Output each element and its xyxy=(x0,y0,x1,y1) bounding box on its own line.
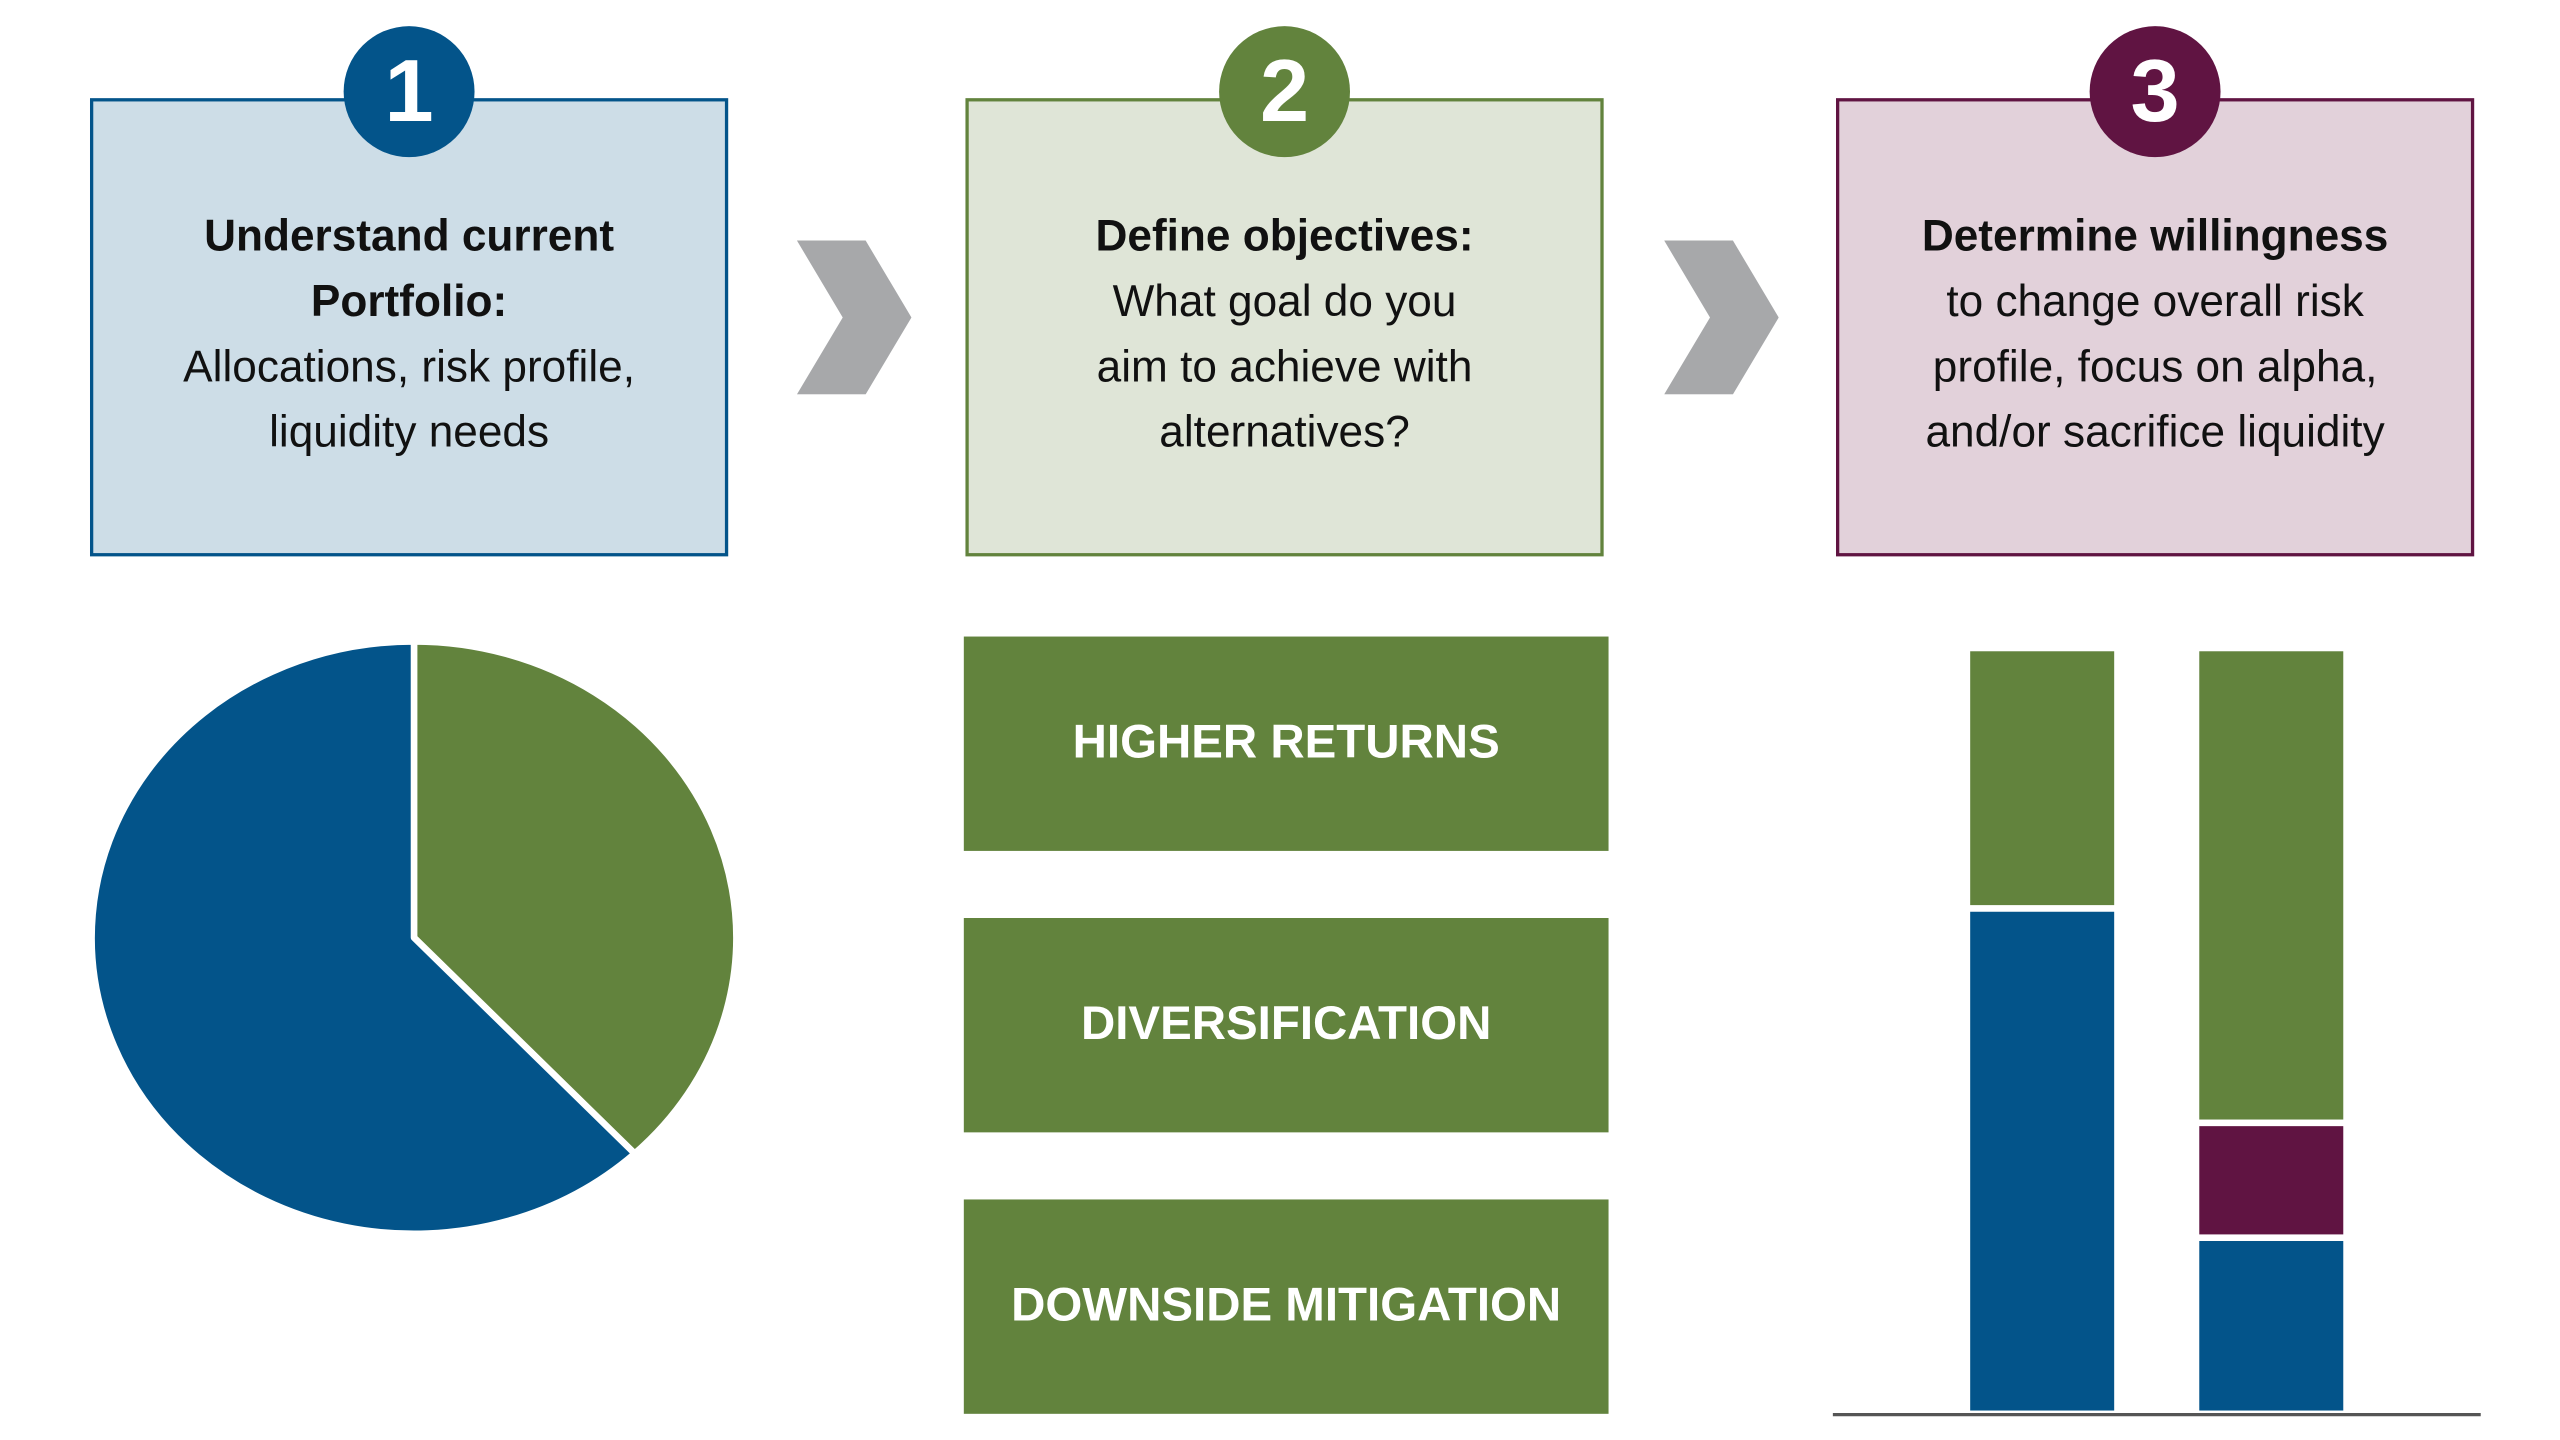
step-2-heading: Define objectives: xyxy=(1095,211,1474,261)
bar-1-segment-1 xyxy=(1963,905,2121,1418)
bar-2-segment-3 xyxy=(2192,644,2350,1127)
stacked-bar-chart xyxy=(1832,644,2481,1418)
objective-diversification: DIVERSIFICATION xyxy=(963,918,1609,1133)
pie-slice-blue xyxy=(90,638,638,1238)
objective-downside-mitigation: DOWNSIDE MITIGATION xyxy=(963,1199,1609,1414)
step-1-box: Understand current Portfolio: Allocation… xyxy=(90,98,729,557)
step-3-heading: Determine willingness xyxy=(1921,211,2389,261)
allocation-pie-chart xyxy=(90,638,740,1238)
step-1-text: Allocations, risk profile, liquidity nee… xyxy=(183,342,635,457)
chevron-right-icon xyxy=(1664,240,1779,395)
bar-2-segment-2 xyxy=(2192,1119,2350,1241)
step-3-badge: 3 xyxy=(2089,26,2221,158)
objective-label: DOWNSIDE MITIGATION xyxy=(1011,1279,1562,1332)
step-1-badge: 1 xyxy=(343,26,475,158)
step-2-badge: 2 xyxy=(1219,26,1350,158)
step-3-text: to change overall risk profile, focus on… xyxy=(1925,276,2385,457)
pie-slice-green xyxy=(410,638,740,1157)
step-1-heading: Understand current Portfolio: xyxy=(204,211,615,326)
step-2-box: Define objectives: What goal do you aim … xyxy=(965,98,1604,557)
bar-2-segment-1 xyxy=(2192,1234,2350,1418)
step-3-box: Determine willingness to change overall … xyxy=(1836,98,2475,557)
step-2-text: What goal do you aim to achieve with alt… xyxy=(1096,276,1473,457)
objective-label: DIVERSIFICATION xyxy=(1080,998,1492,1051)
bar-1-segment-3 xyxy=(1963,644,2121,912)
objective-label: HIGHER RETURNS xyxy=(1072,716,1500,770)
objective-higher-returns: HIGHER RETURNS xyxy=(963,636,1609,851)
chevron-right-icon xyxy=(796,240,912,395)
